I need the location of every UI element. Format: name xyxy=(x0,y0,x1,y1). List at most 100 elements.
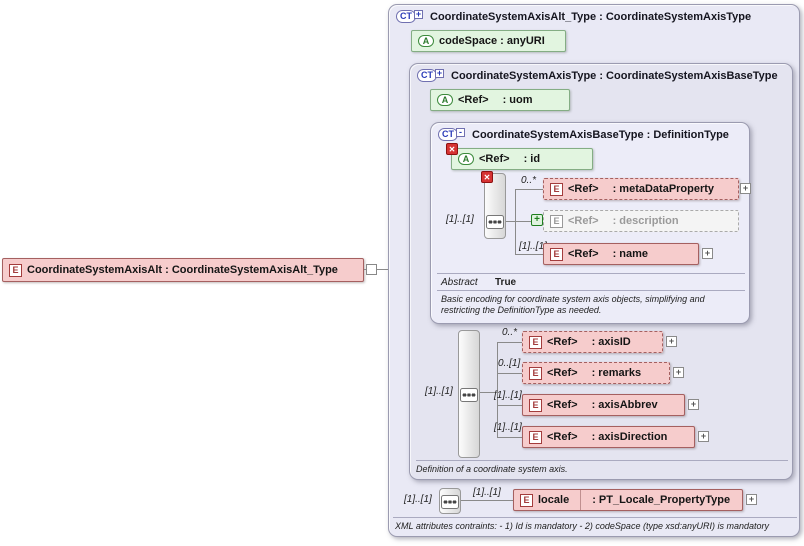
attribute-id[interactable]: ✕ A <Ref> : id xyxy=(446,143,593,170)
expand-button[interactable]: + xyxy=(746,494,757,505)
attribute-codespace[interactable]: A codeSpace : anyURI xyxy=(411,30,566,52)
divider xyxy=(580,490,582,510)
attribute-ref: <Ref> xyxy=(458,94,489,106)
ct-glyph: CT xyxy=(438,128,458,141)
cardinality-label: 0..* xyxy=(502,327,518,338)
element-axisabbrev[interactable]: E <Ref> : axisAbbrev xyxy=(522,394,685,416)
element-ref: <Ref> xyxy=(547,431,578,443)
element-type: : metaDataProperty xyxy=(612,183,715,195)
expand-toggle-icon[interactable]: - xyxy=(456,128,465,137)
expand-button[interactable]: + xyxy=(740,183,751,194)
element-ref: <Ref> xyxy=(568,248,599,260)
sequence-compositor xyxy=(458,330,480,458)
element-type: : axisID xyxy=(591,336,631,348)
complex-type-icon[interactable]: CT- xyxy=(438,128,465,141)
connector-line xyxy=(506,221,515,222)
connector-line xyxy=(497,405,522,406)
element-type: : description xyxy=(612,215,679,227)
element-name[interactable]: E <Ref> : name xyxy=(543,243,699,265)
element-icon: E xyxy=(550,214,563,228)
element-icon: E xyxy=(9,263,22,277)
element-locale[interactable]: E locale : PT_Locale_PropertyType xyxy=(513,489,743,511)
attribute-type: : uom xyxy=(502,94,533,106)
element-type: : remarks xyxy=(591,367,642,379)
connector-line xyxy=(461,500,513,501)
element-icon: E xyxy=(529,335,542,349)
element-description[interactable]: E <Ref> : description xyxy=(543,210,739,232)
expand-button[interactable]: + xyxy=(666,336,677,347)
prohibited-icon: ✕ xyxy=(446,143,458,155)
added-icon: + xyxy=(531,214,543,226)
separator xyxy=(416,460,788,461)
element-axisid[interactable]: E <Ref> : axisID xyxy=(522,331,663,353)
attribute-icon: A xyxy=(458,153,474,165)
connector-line xyxy=(497,342,498,438)
root-element-label: CoordinateSystemAxisAlt : CoordinateSyst… xyxy=(27,264,338,276)
element-ref: <Ref> xyxy=(547,336,578,348)
outer-type-title: CoordinateSystemAxisAlt_Type : Coordinat… xyxy=(430,11,752,23)
separator xyxy=(393,517,797,518)
element-remarks[interactable]: E <Ref> : remarks xyxy=(522,362,670,384)
collapse-handle[interactable] xyxy=(366,264,377,275)
cardinality-label: 0..* xyxy=(521,175,537,186)
cardinality-label: [1]..[1] xyxy=(446,214,474,225)
connector-line xyxy=(497,437,522,438)
connector-line xyxy=(515,254,543,255)
constraints-note: XML attributes contraints: - 1) Id is ma… xyxy=(395,521,769,531)
element-ref: <Ref> xyxy=(547,399,578,411)
attribute-uom[interactable]: A <Ref> : uom xyxy=(430,89,570,111)
middle-type-title: CoordinateSystemAxisType : CoordinateSys… xyxy=(451,70,778,82)
element-type: : axisDirection xyxy=(591,431,668,443)
element-icon: E xyxy=(529,430,542,444)
attribute-ref: <Ref> xyxy=(479,153,510,165)
element-ref: <Ref> xyxy=(568,215,599,227)
attribute-icon: A xyxy=(437,94,453,106)
expand-toggle-icon[interactable]: + xyxy=(435,68,444,78)
ct-glyph: CT xyxy=(396,10,416,23)
element-label: locale xyxy=(538,494,570,506)
cardinality-label: [1]..[1] xyxy=(494,390,522,401)
element-icon: E xyxy=(529,366,542,380)
element-icon: E xyxy=(550,247,563,261)
expand-button[interactable]: + xyxy=(702,248,713,259)
abstract-label: Abstract xyxy=(441,277,478,288)
type-annotation: Basic encoding for coordinate system axi… xyxy=(441,294,705,315)
sequence-icon xyxy=(460,388,478,402)
expand-button[interactable]: + xyxy=(673,367,684,378)
expand-button[interactable]: + xyxy=(698,431,709,442)
connector-line xyxy=(515,221,531,222)
outer-type-box: CT+ CoordinateSystemAxisAlt_Type : Coord… xyxy=(388,4,800,537)
sequence-compositor: ✕ xyxy=(481,171,506,239)
inner-type-title: CoordinateSystemAxisBaseType : Definitio… xyxy=(472,129,729,141)
complex-type-icon[interactable]: CT+ xyxy=(417,69,444,82)
connector-line xyxy=(515,189,543,190)
prohibited-icon: ✕ xyxy=(481,171,493,183)
separator xyxy=(437,273,745,274)
element-metadataproperty[interactable]: E <Ref> : metaDataProperty xyxy=(543,178,739,200)
abstract-value: True xyxy=(495,277,517,288)
expand-button[interactable]: + xyxy=(688,399,699,410)
root-element-box[interactable]: E CoordinateSystemAxisAlt : CoordinateSy… xyxy=(2,258,364,282)
element-icon: E xyxy=(520,493,533,507)
element-icon: E xyxy=(529,398,542,412)
expand-toggle-icon[interactable]: + xyxy=(414,9,423,19)
attribute-label: codeSpace : anyURI xyxy=(439,35,545,47)
cardinality-label: [1]..[1] xyxy=(494,422,522,433)
cardinality-label: [1]..[1] xyxy=(425,386,453,397)
sequence-compositor xyxy=(439,488,461,514)
middle-type-box: CT+ CoordinateSystemAxisType : Coordinat… xyxy=(409,63,793,480)
element-type: : axisAbbrev xyxy=(591,399,658,411)
cardinality-label: [1]..[1] xyxy=(519,241,547,252)
inner-type-box: CT- CoordinateSystemAxisBaseType : Defin… xyxy=(430,122,751,324)
cardinality-label: [1]..[1] xyxy=(404,494,432,505)
attribute-icon: A xyxy=(418,35,434,47)
separator xyxy=(437,290,745,291)
element-icon: E xyxy=(550,182,563,196)
type-annotation: Definition of a coordinate system axis. xyxy=(416,464,568,474)
element-ref: <Ref> xyxy=(568,183,599,195)
element-type: : name xyxy=(612,248,649,260)
element-axisdirection[interactable]: E <Ref> : axisDirection xyxy=(522,426,695,448)
complex-type-icon[interactable]: CT+ xyxy=(396,10,423,23)
middle-type-header: CT+ CoordinateSystemAxisType : Coordinat… xyxy=(417,69,778,83)
